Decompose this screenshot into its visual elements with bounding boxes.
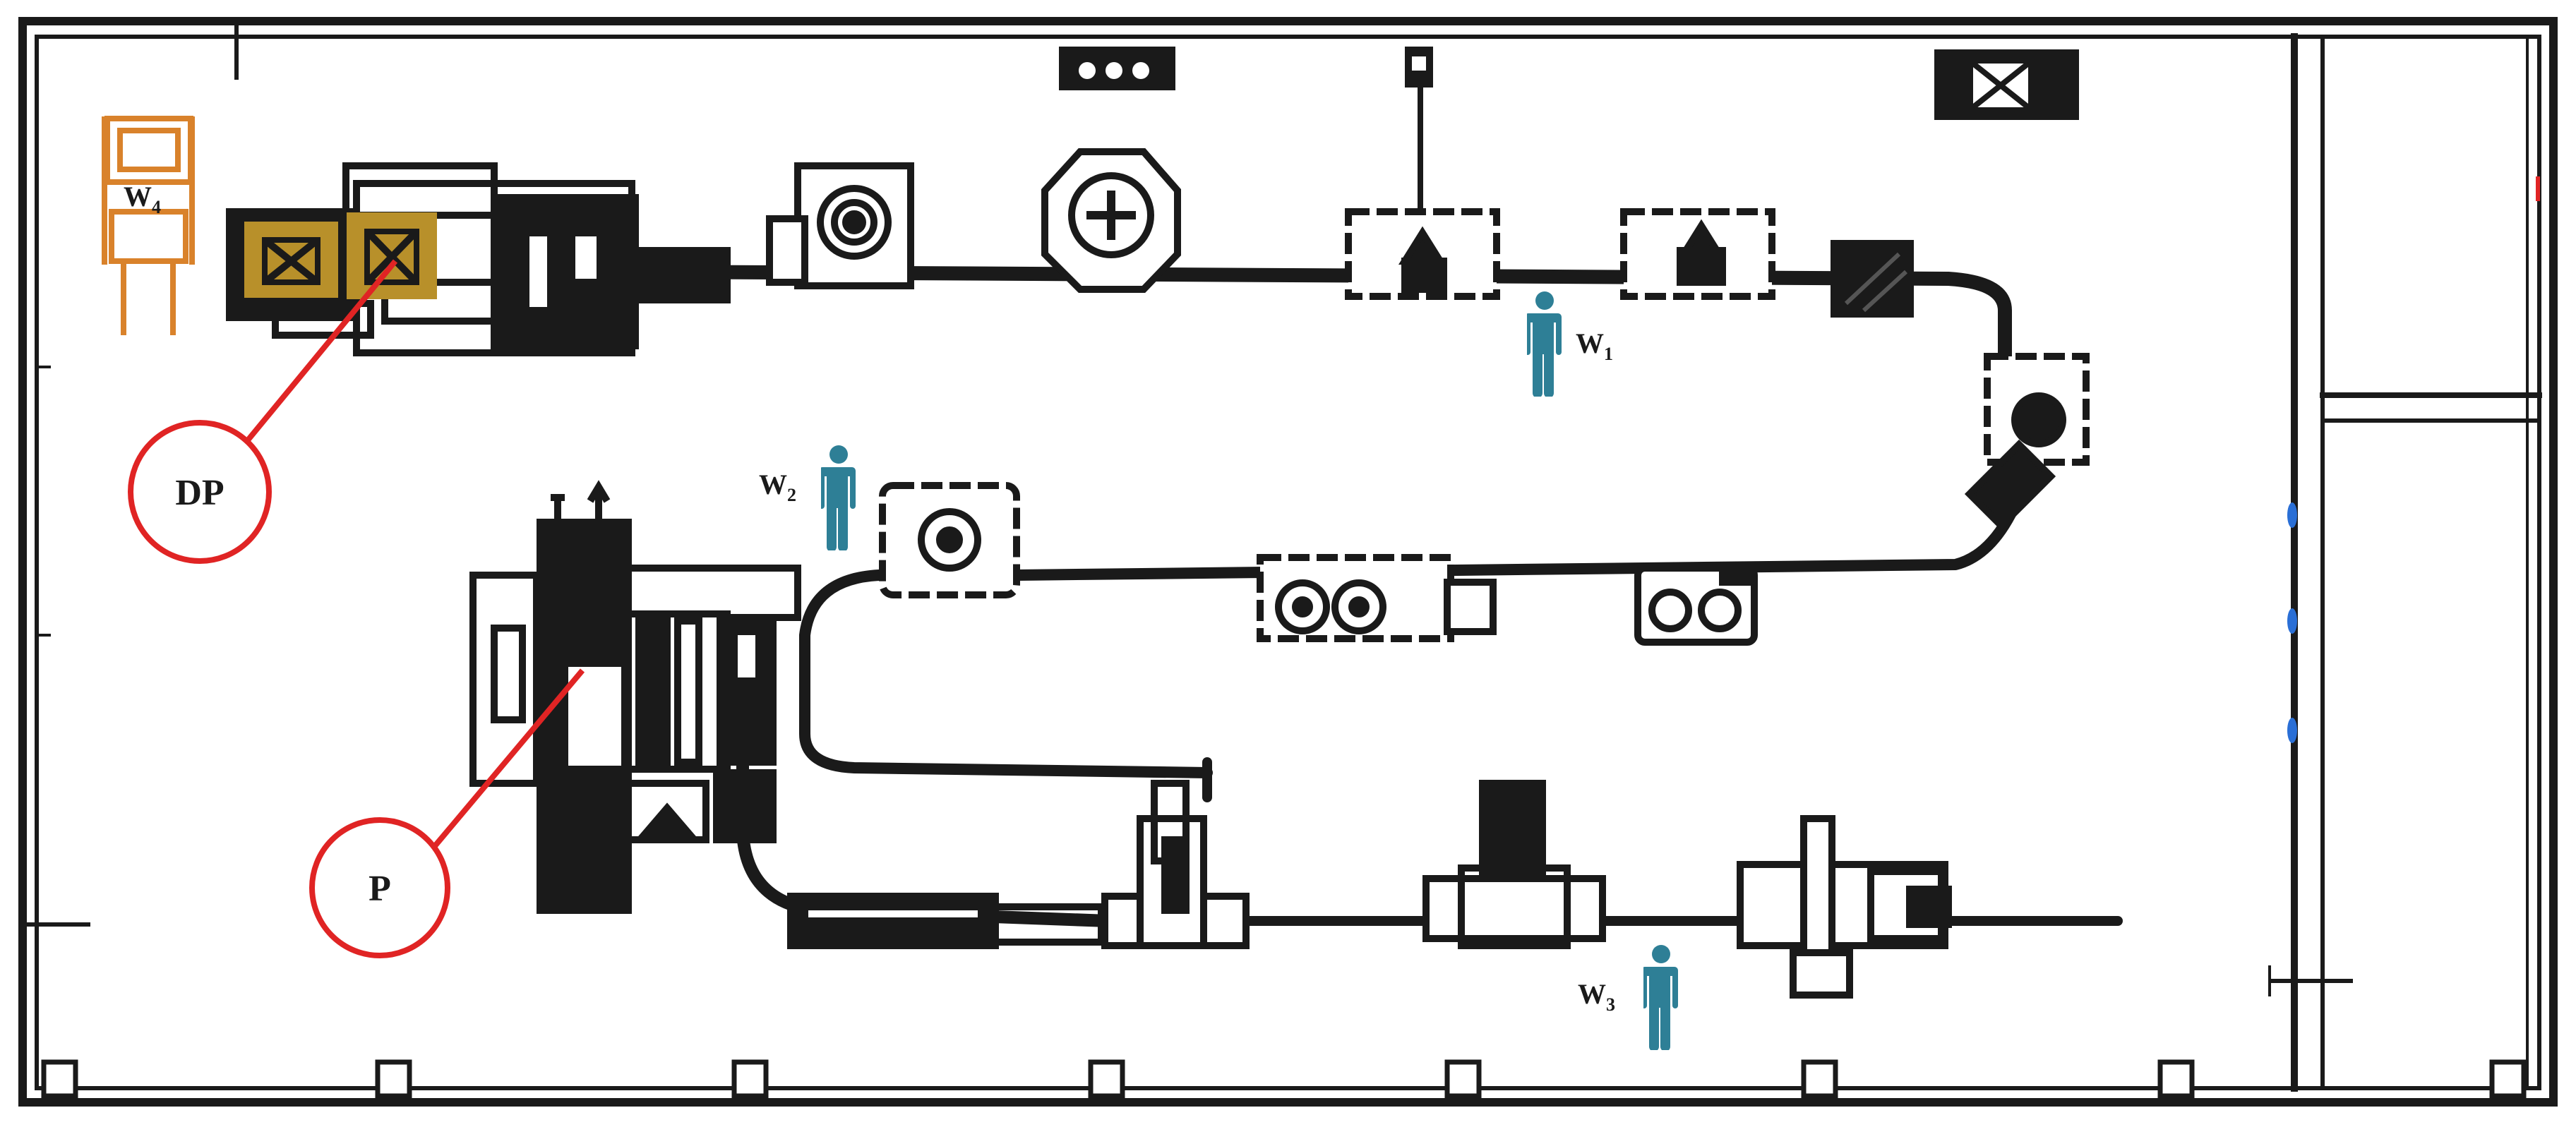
worker-icon [1643, 945, 1678, 1050]
wall-columns [41, 1059, 2527, 1099]
upper-stations [766, 148, 2090, 531]
worker-icon [1527, 291, 1562, 397]
worker-subscript: 2 [787, 485, 796, 505]
svg-text:W4: W4 [124, 181, 161, 217]
worker-label: W [1576, 327, 1604, 359]
lower-stations [787, 780, 1952, 999]
worker-subscript: 3 [1606, 994, 1615, 1015]
worker-w4: W4 [124, 181, 161, 217]
worker-subscript: 1 [1604, 344, 1613, 364]
middle-stations [879, 482, 1758, 646]
building-walls [18, 17, 2558, 1107]
worker-subscript: 4 [152, 197, 161, 217]
svg-text:W2: W2 [759, 469, 796, 505]
dp-marker-circle [128, 420, 272, 564]
svg-text:W3: W3 [1578, 978, 1615, 1015]
door-markers [2287, 176, 2540, 743]
svg-text:W1: W1 [1576, 327, 1613, 364]
p-press-cluster [469, 480, 801, 914]
dp-pointer-line [244, 259, 398, 443]
worker-label: W [1578, 978, 1606, 1010]
p-pointer-line [431, 668, 585, 849]
p-marker-circle [309, 817, 450, 958]
pallets [244, 212, 437, 299]
dp-label: DP [175, 473, 224, 513]
marker-callouts [128, 259, 585, 958]
worker-w1: W1 [1527, 291, 1613, 397]
worker-label: W [124, 181, 152, 212]
forklift-icon [102, 116, 195, 335]
top-wall-fixtures [1059, 47, 2079, 233]
worker-icon [821, 445, 856, 550]
worker-w2: W2 [759, 445, 856, 550]
worker-w3: W3 [1578, 945, 1678, 1050]
worker-label: W [759, 469, 787, 500]
p-label: P [369, 869, 391, 909]
